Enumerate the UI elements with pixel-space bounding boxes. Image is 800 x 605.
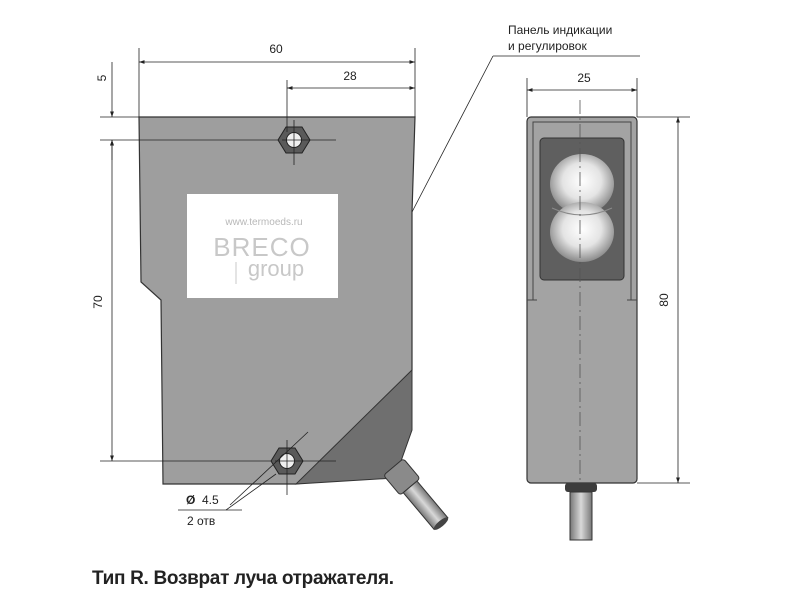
side-view: 25 80 [526, 71, 690, 541]
hole-diameter-value: 4.5 [202, 493, 219, 507]
dim-5-label: 5 [95, 74, 109, 81]
watermark-url: www.termoeds.ru [224, 217, 302, 228]
watermark-brand: BRECO [213, 232, 310, 262]
dimension-60: 60 [138, 42, 416, 117]
panel-leader: Панель индикации и регулировок [411, 23, 640, 213]
dim-25-label: 25 [577, 71, 591, 85]
watermark-group: group [248, 256, 304, 281]
dim-60-label: 60 [269, 42, 283, 56]
dim-70-label: 70 [91, 295, 105, 309]
dimension-28: 28 [286, 69, 415, 132]
hole-diameter-callout: Ø 4.5 2 отв [178, 431, 309, 528]
hole-count-label: 2 отв [187, 514, 215, 528]
panel-label-line1: Панель индикации [508, 23, 612, 37]
dimension-80: 80 [637, 116, 690, 484]
front-cable [384, 459, 449, 531]
dimension-25: 25 [526, 71, 638, 117]
watermark-box [187, 194, 338, 298]
dim-28-label: 28 [343, 69, 357, 83]
front-view: www.termoeds.ru BRECO group 60 28 5 [91, 42, 449, 531]
lens-pair [550, 154, 614, 262]
figure-caption: Тип R. Возврат луча отражателя. [92, 568, 394, 589]
dimension-70: 70 [91, 120, 336, 495]
dim-80-label: 80 [657, 293, 671, 307]
panel-label-line2: и регулировок [508, 39, 587, 53]
hole-diameter-symbol: Ø [186, 493, 195, 507]
side-cable [565, 483, 597, 541]
